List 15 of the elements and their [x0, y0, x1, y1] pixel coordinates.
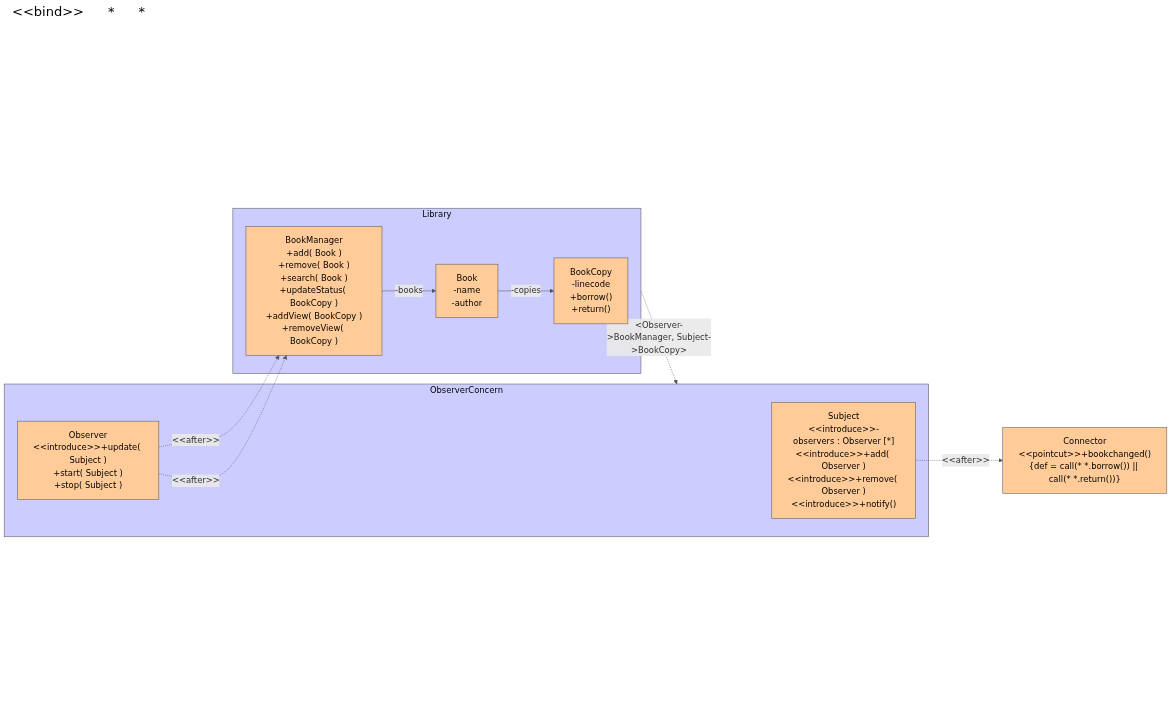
node-box: BookCopy -linecode +borrow() +return(): [553, 257, 629, 325]
node-box: Connector <<pointcut>>+bookchanged(){def = call(* *.borrow()) || call(* *.return())}: [1002, 427, 1168, 494]
note-text: *: [107, 4, 115, 19]
edge-label: -copies: [511, 285, 541, 296]
edge-label: <Observer->BookManager, Subject->BookCopy>: [606, 319, 712, 355]
node-box: Observer <<introduce>>+update( Subject ) +start( Subject ) +stop( Subject ): [17, 420, 160, 500]
edge-label: -books: [395, 285, 423, 296]
note-text: <<bind>>: [12, 4, 84, 19]
node-box: BookManager +add( Book ) +remove( Book ) +search( Book ) +updateStatus( BookCopy ) +addView( BookCopy ) +removeView( BookCopy ): [245, 226, 383, 356]
edge-label: <<after>>: [171, 475, 220, 486]
node-box: Subject <<introduce>>-observers : Observer [*] <<introduce>>+add( Observer ) <<introduce>>+remove( Observer ) <<introduce>>+notify(): [771, 402, 916, 519]
edge-label: <<after>>: [171, 434, 220, 445]
edge-label: <<after>>: [941, 455, 990, 466]
node-box: Book -name -author: [435, 263, 499, 318]
note-text: *: [138, 4, 145, 19]
